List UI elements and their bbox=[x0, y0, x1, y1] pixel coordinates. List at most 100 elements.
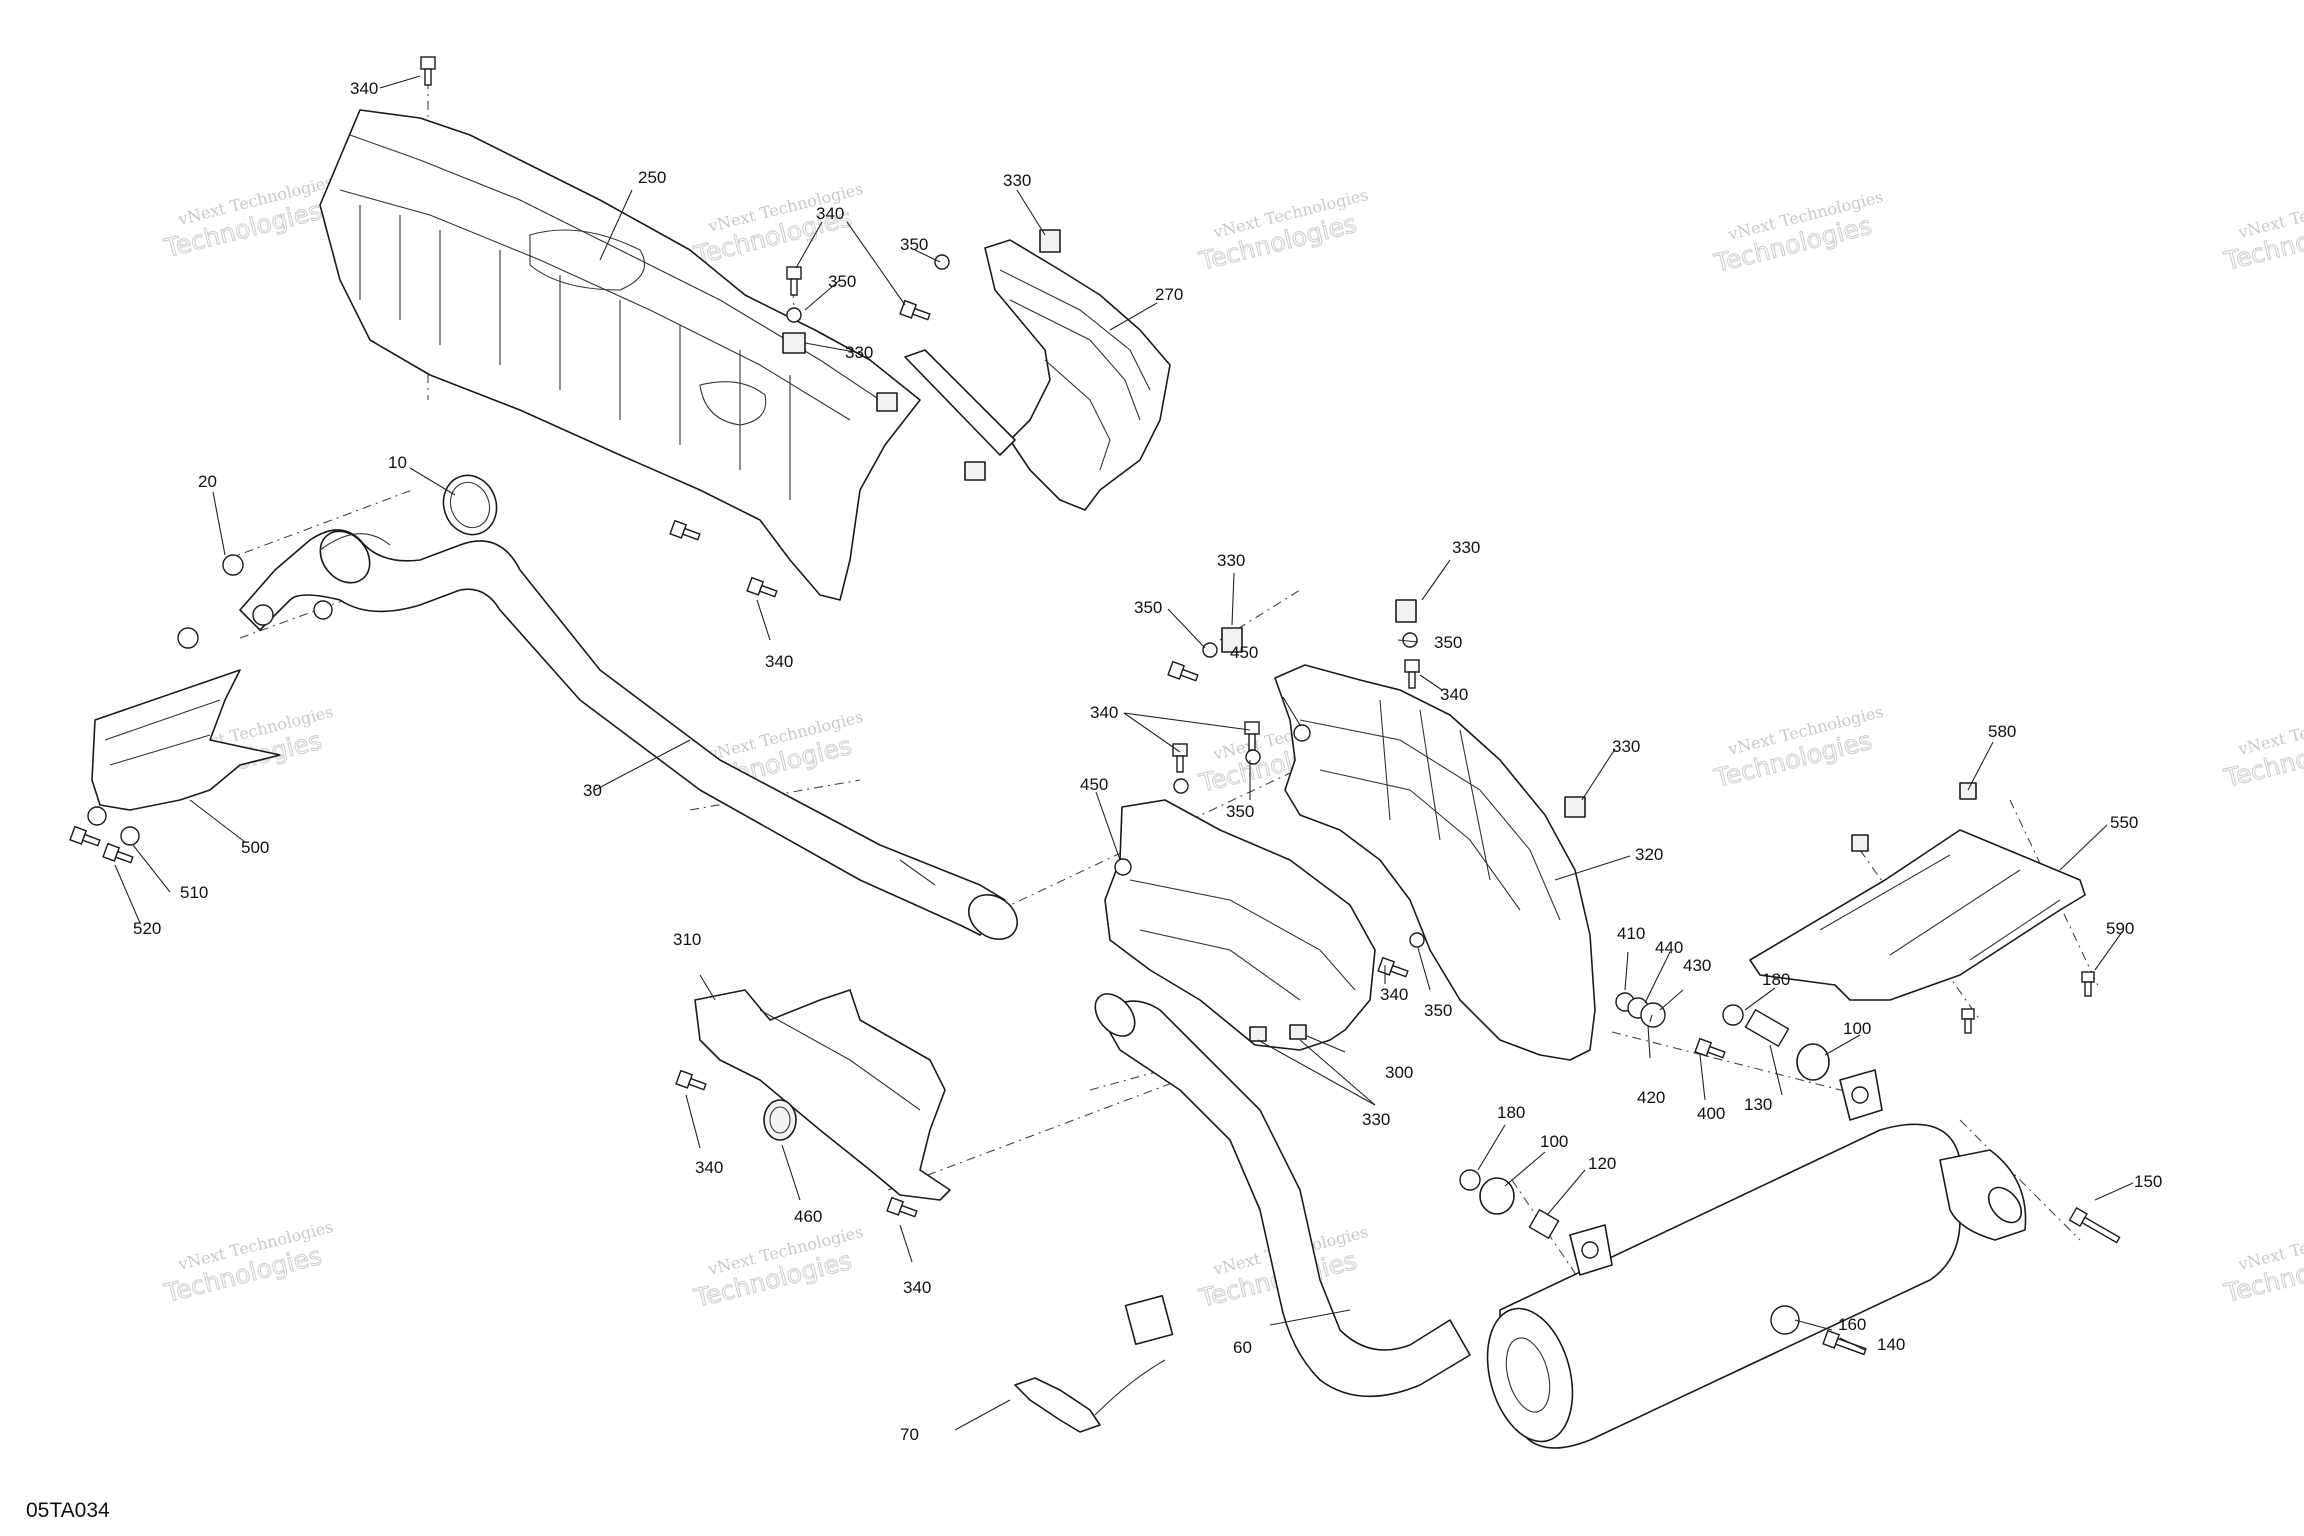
callout-label: 340 bbox=[1440, 685, 1468, 704]
callout-label: 350 bbox=[1424, 1001, 1452, 1020]
bolt-icon bbox=[69, 825, 101, 847]
heat-shield-500 bbox=[91, 669, 281, 811]
callout-label: 180 bbox=[1762, 970, 1790, 989]
callout-label: 160 bbox=[1838, 1315, 1866, 1334]
watermark: vNext Technologies Technologies bbox=[2220, 1217, 2304, 1309]
callout-label: 350 bbox=[1226, 802, 1254, 821]
bushing-icon bbox=[1796, 1043, 1830, 1081]
o2-sensor-70 bbox=[1014, 1294, 1174, 1433]
bolt-icon bbox=[1167, 660, 1199, 682]
callout-label: 300 bbox=[1385, 1063, 1413, 1082]
callout-label: 500 bbox=[241, 838, 269, 857]
watermark: vNext Technologies Technologies bbox=[160, 172, 335, 264]
bolt-icon bbox=[1172, 743, 1188, 773]
washer-icon bbox=[120, 826, 140, 846]
callout-label: 340 bbox=[1380, 985, 1408, 1004]
callout-label: 330 bbox=[1217, 551, 1245, 570]
washer-icon bbox=[1640, 1002, 1666, 1028]
clip-icon bbox=[782, 332, 806, 354]
bolt-icon bbox=[1377, 956, 1409, 978]
bolt-icon bbox=[1961, 1008, 1975, 1034]
callout-label: 340 bbox=[350, 79, 378, 98]
bracket-310 bbox=[694, 989, 951, 1201]
bolt-icon bbox=[1694, 1037, 1726, 1059]
callout-label: 180 bbox=[1497, 1103, 1525, 1122]
callout-label: 150 bbox=[2134, 1172, 2162, 1191]
callout-label: 130 bbox=[1744, 1095, 1772, 1114]
callout-label: 340 bbox=[765, 652, 793, 671]
callout-label: 70 bbox=[900, 1425, 919, 1444]
callout-label: 510 bbox=[180, 883, 208, 902]
callout-label: 100 bbox=[1540, 1132, 1568, 1151]
callout-label: 550 bbox=[2110, 813, 2138, 832]
callout-label: 400 bbox=[1697, 1104, 1725, 1123]
clip-icon bbox=[1221, 627, 1243, 653]
washer-icon bbox=[1173, 778, 1189, 794]
nut-icon bbox=[177, 627, 199, 649]
bolt-icon bbox=[420, 56, 436, 86]
callout-label: 440 bbox=[1655, 938, 1683, 957]
bushing-icon bbox=[1479, 1177, 1515, 1215]
washer-icon bbox=[1770, 1305, 1800, 1335]
clip-icon bbox=[1039, 229, 1061, 253]
washer-icon bbox=[1245, 749, 1261, 765]
clip-icon bbox=[1289, 1024, 1307, 1040]
nut-icon bbox=[1293, 724, 1311, 742]
callout-label: 350 bbox=[828, 272, 856, 291]
callout-label: 340 bbox=[903, 1278, 931, 1297]
callout-label: 340 bbox=[695, 1158, 723, 1177]
clip-icon bbox=[876, 392, 898, 412]
callout-label: 120 bbox=[1588, 1154, 1616, 1173]
bolt-icon bbox=[675, 1069, 707, 1091]
bolt-icon bbox=[669, 519, 701, 541]
callout-label: 460 bbox=[794, 1207, 822, 1226]
callout-label: 270 bbox=[1155, 285, 1183, 304]
callout-label: 320 bbox=[1635, 845, 1663, 864]
spacer-icon bbox=[1744, 1008, 1790, 1048]
rear-pipe-60 bbox=[1094, 993, 1471, 1398]
clip-icon bbox=[1395, 599, 1417, 623]
bolt-icon bbox=[786, 266, 802, 296]
callout-label: 20 bbox=[198, 472, 217, 491]
watermark: vNext Technologies Technologies bbox=[1195, 185, 1370, 277]
callout-labels: 340 250 340 350 350 330 270 330 10 20 34… bbox=[133, 79, 2162, 1444]
watermark: vNext Technologies Technologies bbox=[1710, 187, 1885, 279]
washer-icon bbox=[1402, 632, 1418, 648]
hardware bbox=[69, 56, 2121, 1356]
callout-label: 590 bbox=[2106, 919, 2134, 938]
nut-icon bbox=[1459, 1169, 1481, 1191]
heat-shield-270 bbox=[904, 239, 1171, 511]
nut-icon bbox=[1114, 858, 1132, 876]
washer-icon bbox=[1409, 932, 1425, 948]
clip-icon bbox=[1959, 782, 1977, 800]
heat-shield-250 bbox=[319, 109, 921, 601]
callout-label: 420 bbox=[1637, 1088, 1665, 1107]
callout-label: 410 bbox=[1617, 924, 1645, 943]
bolt-icon bbox=[1822, 1329, 1867, 1356]
callout-label: 580 bbox=[1988, 722, 2016, 741]
bolt-icon bbox=[2068, 1206, 2121, 1244]
callout-label: 100 bbox=[1843, 1019, 1871, 1038]
callout-label: 350 bbox=[900, 235, 928, 254]
clip-icon bbox=[964, 461, 986, 481]
clip-icon bbox=[1564, 796, 1586, 818]
washer-icon bbox=[87, 806, 107, 826]
callout-label: 330 bbox=[1362, 1110, 1390, 1129]
bolt-icon bbox=[899, 299, 931, 321]
callout-label: 350 bbox=[1134, 598, 1162, 617]
callout-label: 30 bbox=[583, 781, 602, 800]
muffler bbox=[1486, 1069, 2027, 1449]
callout-label: 140 bbox=[1877, 1335, 1905, 1354]
bolt-icon bbox=[746, 576, 778, 598]
assembly-lines bbox=[224, 80, 2101, 1311]
washer-icon bbox=[786, 307, 802, 323]
callout-label: 330 bbox=[1612, 737, 1640, 756]
watermark: vNext Technologies Technologies bbox=[2220, 185, 2304, 277]
watermark: vNext Technologies Technologies bbox=[690, 1222, 865, 1314]
callout-label: 330 bbox=[1452, 538, 1480, 557]
callout-label: 450 bbox=[1080, 775, 1108, 794]
watermark: vNext Technologies Technologies bbox=[690, 179, 865, 271]
washer-icon bbox=[1202, 642, 1218, 658]
gasket-10 bbox=[442, 474, 498, 536]
